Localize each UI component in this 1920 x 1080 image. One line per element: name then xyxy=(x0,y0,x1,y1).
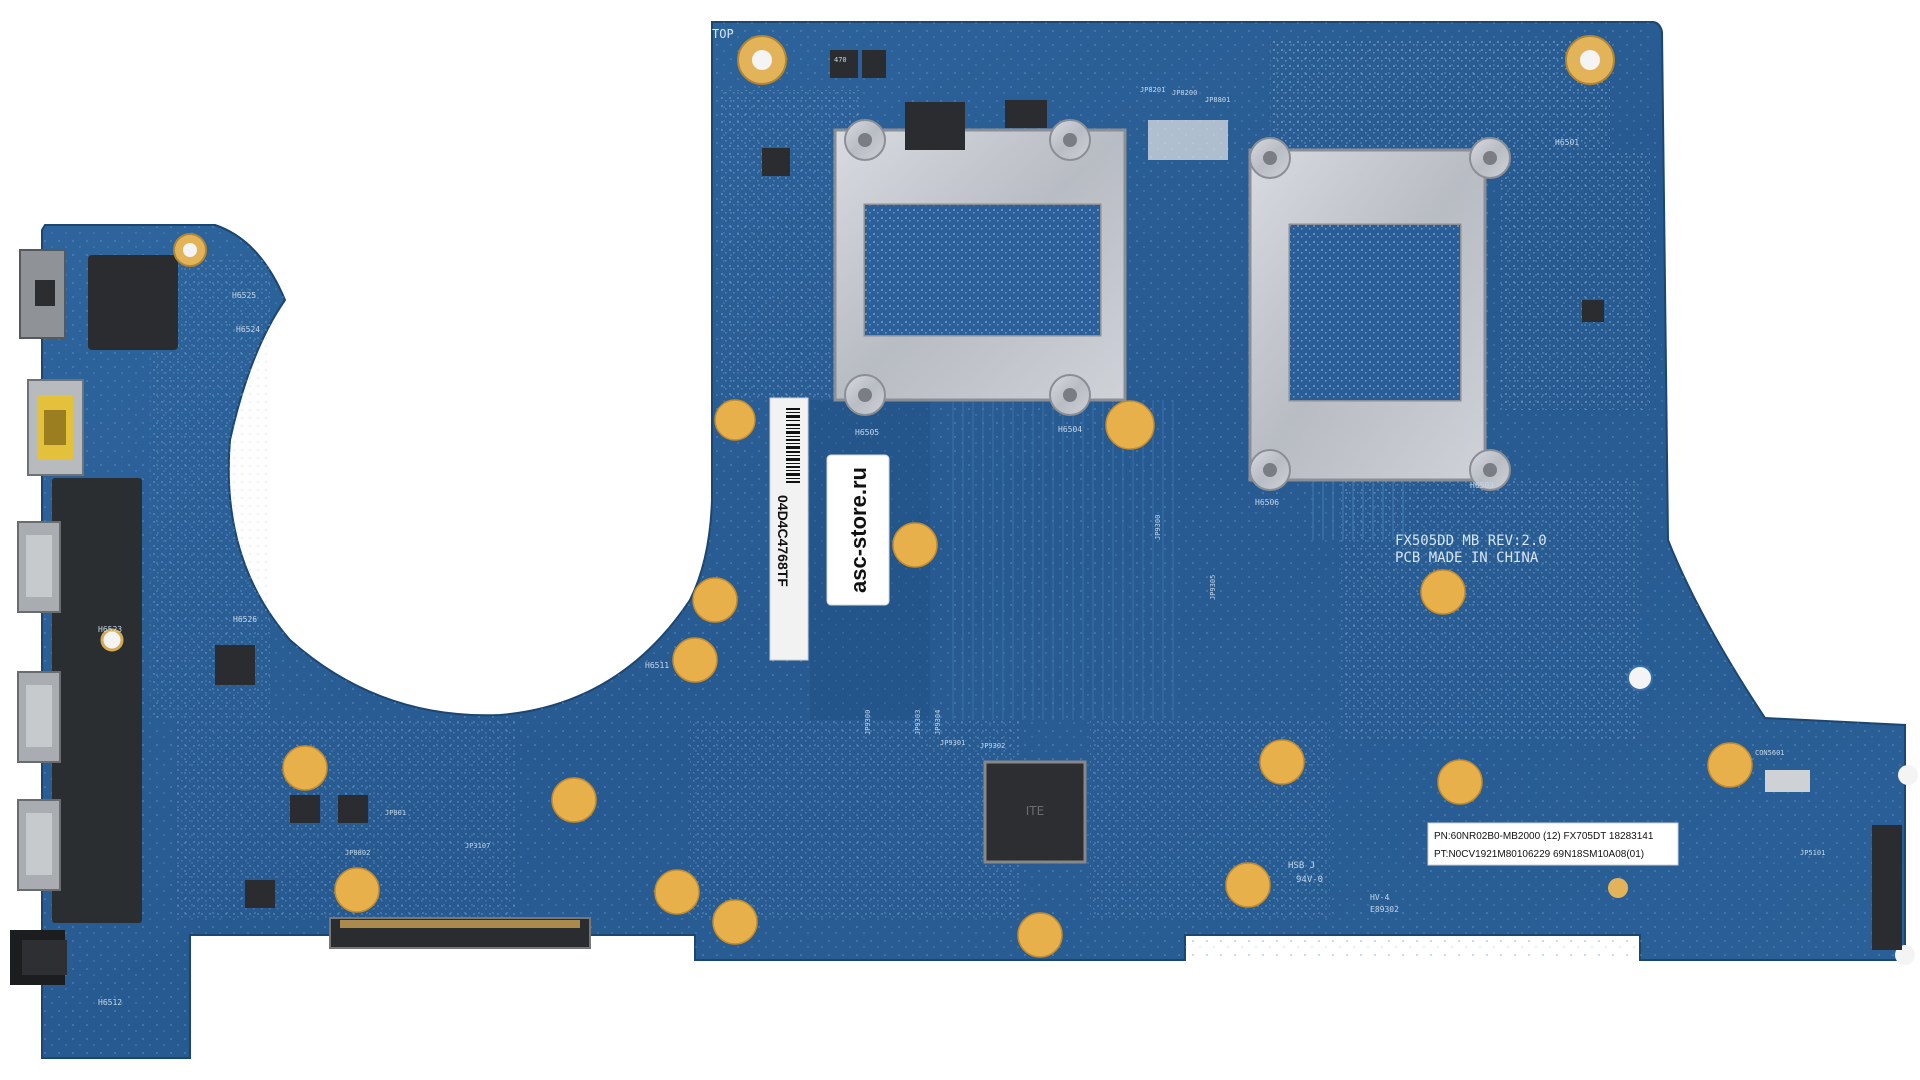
silk-jp9300b: JP9300 xyxy=(864,710,872,735)
gpu-heatsink-bracket xyxy=(833,119,1127,416)
port-shield-foam xyxy=(88,255,178,350)
mount-hole-top-left xyxy=(737,35,787,85)
mount-hole-left xyxy=(173,233,207,267)
usb-port-2 xyxy=(17,671,61,763)
store-sticker: asc-store.ru xyxy=(826,454,890,606)
silk-jp8801: JP8801 xyxy=(1205,96,1230,104)
silk-h6501: H6501 xyxy=(1555,138,1579,147)
part-number-label: PN:60NR02B0-MB2000 (12) FX705DT 18283141… xyxy=(1427,822,1679,866)
silk-h6505: H6505 xyxy=(855,428,879,437)
silk-con5601: CON5601 xyxy=(1755,749,1785,757)
barcode-bars xyxy=(786,408,800,483)
silk-jp8802: JP8802 xyxy=(345,849,370,857)
silk-h6523: H6523 xyxy=(98,625,122,634)
hole xyxy=(1898,765,1918,785)
ram-connector-bar xyxy=(1148,120,1228,160)
pt-line: PT:N0CV1921M80106229 69N18SM10A08(01) xyxy=(1434,849,1644,860)
usb-port-3 xyxy=(17,799,61,891)
svg-text:ITE: ITE xyxy=(1026,804,1044,818)
silk-hsb: HSB J xyxy=(1288,861,1315,871)
silk-h6512: H6512 xyxy=(98,998,122,1007)
mount-hole-top-right xyxy=(1565,35,1615,85)
silk-jp9300: JP9300 xyxy=(1154,515,1162,540)
barcode-sticker: 04D4C4768TF xyxy=(769,397,809,661)
silk-h6526: H6526 xyxy=(233,615,257,624)
ethernet-port xyxy=(19,249,66,339)
m2-connector xyxy=(1872,825,1902,950)
silk-jp801: JP801 xyxy=(385,809,406,817)
silk-top-marker: TOP xyxy=(712,27,734,41)
top-connector-strip xyxy=(340,920,580,928)
silk-h6504: H6504 xyxy=(1058,425,1082,434)
silk-jp8201: JP8201 xyxy=(1140,86,1165,94)
silk-94v0: 94V-0 xyxy=(1296,875,1323,885)
silk-h6525: H6525 xyxy=(232,291,256,300)
silk-jp5101: JP5101 xyxy=(1800,849,1825,857)
silk-jp9303: JP9303 xyxy=(914,710,922,735)
silk-jp9305: JP9305 xyxy=(1209,575,1217,600)
con5601-connector xyxy=(1765,770,1810,792)
hdmi-port xyxy=(27,379,84,476)
silk-e89302: E89302 xyxy=(1370,905,1399,914)
silk-h6524: H6524 xyxy=(236,325,260,334)
silk-jp3107: JP3107 xyxy=(465,842,490,850)
store-sticker-text: asc-store.ru xyxy=(846,467,871,593)
foam-strip xyxy=(52,478,142,923)
ground-pads xyxy=(282,399,1753,958)
silk-h6506: H6506 xyxy=(1255,498,1279,507)
silk-jp9301: JP9301 xyxy=(940,739,965,747)
hole xyxy=(1627,665,1653,691)
ic-packages xyxy=(215,50,1604,908)
silk-jp8200: JP8200 xyxy=(1172,89,1197,97)
usb-port-1 xyxy=(17,521,61,613)
audio-jack xyxy=(10,930,67,985)
cpu-heatsink-bracket xyxy=(1248,137,1511,491)
silk-h6511: H6511 xyxy=(645,661,669,670)
hole xyxy=(100,628,124,652)
hole xyxy=(1608,878,1628,898)
silk-cap470: 470 xyxy=(834,56,847,64)
ec-chip: ITE xyxy=(983,760,1087,864)
silk-jp9304: JP9304 xyxy=(934,710,942,735)
silk-model-rev: FX505DD MB REV:2.0 xyxy=(1395,533,1547,549)
barcode-text: 04D4C4768TF xyxy=(775,495,791,587)
silk-h6503: H6503 xyxy=(1470,481,1494,490)
silk-made-in: PCB MADE IN CHINA xyxy=(1395,550,1539,566)
silk-hv4: HV-4 xyxy=(1370,893,1389,902)
pn-line: PN:60NR02B0-MB2000 (12) FX705DT 18283141 xyxy=(1434,831,1654,842)
silk-jp9302: JP9302 xyxy=(980,742,1005,750)
